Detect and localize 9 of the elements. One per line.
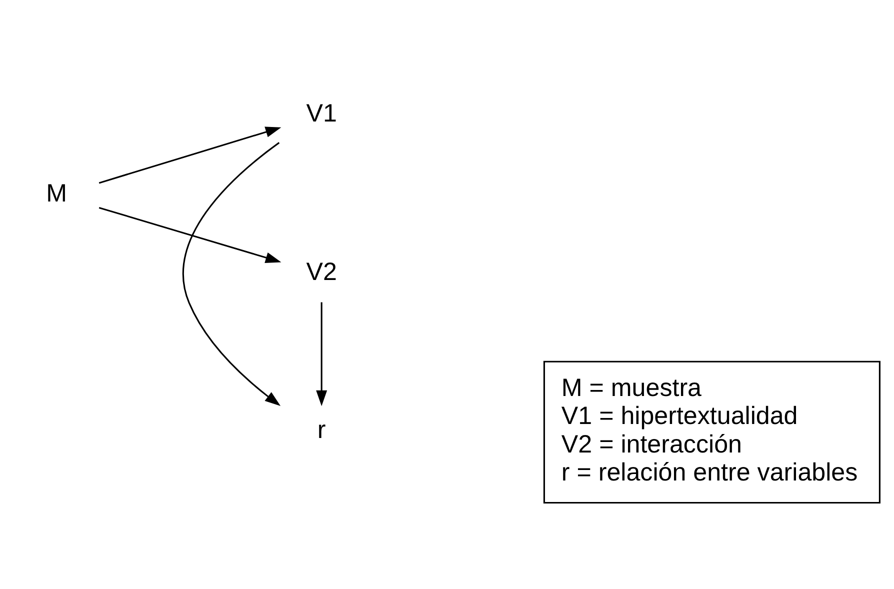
node-text: M (46, 178, 68, 207)
node-text: V2 (306, 257, 337, 286)
arrow (98, 206, 282, 262)
node-text: r (317, 416, 326, 444)
node-box: M = muestra V1 = hipertextualidad V2 = interacción r = relación entre variables (543, 360, 880, 504)
arrow (182, 142, 281, 406)
node-text: V1 (306, 98, 337, 127)
arrow (98, 126, 282, 184)
arrow (316, 302, 328, 406)
